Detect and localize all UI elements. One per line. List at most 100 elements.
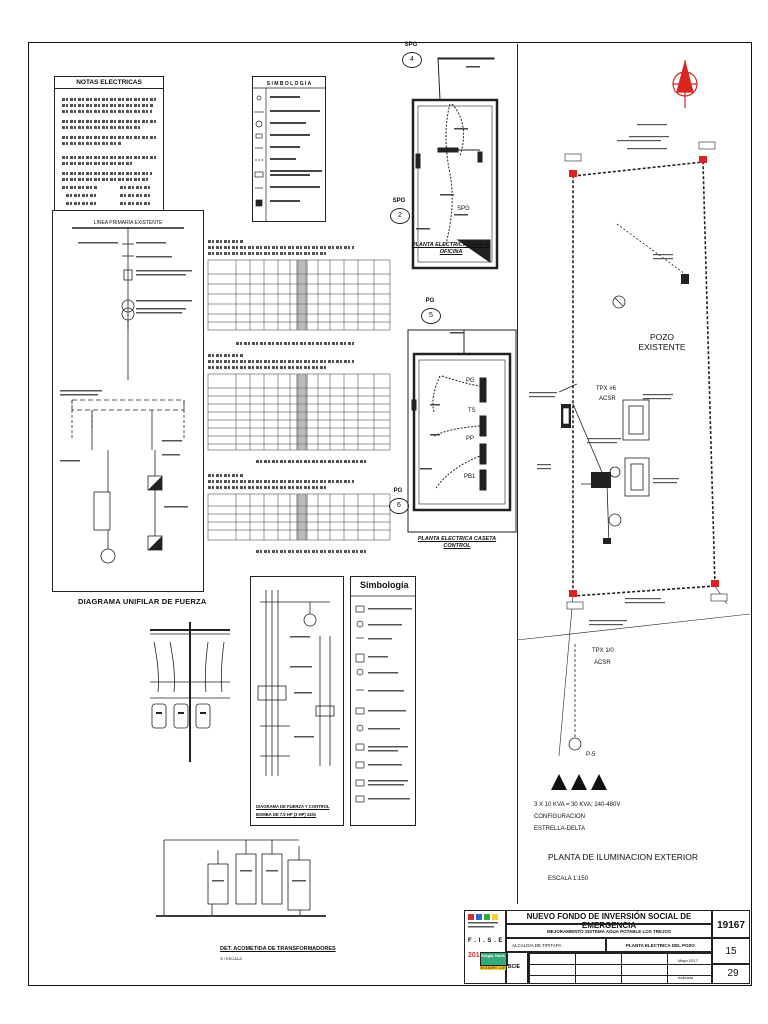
panel-ts-label: TS xyxy=(468,408,476,414)
notes-text xyxy=(62,110,152,113)
notes-text xyxy=(62,98,158,101)
alcaldia-name: ALCALDIA DE TIPITAPA xyxy=(512,943,562,948)
org-cell xyxy=(506,910,712,924)
panel-schedule-header xyxy=(208,486,328,489)
firm-cell xyxy=(506,952,528,984)
pg5-number: 5 xyxy=(429,312,433,319)
sheet-value: 15 xyxy=(725,946,737,957)
panel-schedule-footer xyxy=(236,342,356,345)
sheet-cell xyxy=(712,938,750,964)
notes-text xyxy=(120,194,150,197)
spg4-circle: 4 xyxy=(402,52,422,68)
total-value: 29 xyxy=(727,968,739,979)
notes-text xyxy=(62,172,152,175)
spec-line1: 3 X 10 KVA = 30 KVA; 240-480V xyxy=(534,802,621,808)
pg6-tag: PG xyxy=(388,488,408,495)
panel-schedule-header xyxy=(208,252,328,255)
consultant-name: Sergio Yaxis Avaro xyxy=(481,953,507,958)
panel-schedule-footer xyxy=(256,550,366,553)
unifilar-header: LINEA PRIMARIA EXISTENTE xyxy=(93,220,163,226)
year-badge: 2017 xyxy=(468,952,484,959)
pozo-label: POZO EXISTENTE xyxy=(632,332,692,352)
panel-schedule-header xyxy=(208,360,354,363)
p5-label: P-5 xyxy=(586,752,596,758)
org-name: NUEVO FONDO DE INVERSIÓN SOCIAL DE EMERG… xyxy=(526,912,692,930)
pozo-label-line1: POZO xyxy=(649,332,675,342)
notes-text xyxy=(66,194,98,197)
pg6-tag-label: PG xyxy=(393,488,403,494)
transformer-bank-detail xyxy=(150,622,230,762)
control-diagram-subtitle: BOMBA DE 7.5 HP (3 HP) 240v xyxy=(256,812,317,817)
acometida-detail xyxy=(156,839,326,917)
panel-schedule-header xyxy=(208,240,244,243)
symbology2-list xyxy=(350,595,416,803)
total-cell xyxy=(712,964,750,984)
site-plan-scale: ESCALA 1:150 xyxy=(548,876,589,882)
spec-line3: ESTRELLA-DELTA xyxy=(534,826,586,832)
scale-value: Indicada xyxy=(678,975,694,980)
spg4-number: 4 xyxy=(410,56,414,63)
notes-text xyxy=(62,162,132,165)
notes-text xyxy=(62,178,148,181)
fise-logo xyxy=(468,914,498,928)
firm-name: BCIE xyxy=(508,964,520,970)
drawing-sheet xyxy=(28,42,752,986)
unifilar-diagram xyxy=(60,227,192,564)
symbology2-title: Simbología xyxy=(360,580,409,590)
panel-schedule-header xyxy=(208,474,244,477)
title-block-logo-cell xyxy=(464,910,506,984)
code-cell xyxy=(712,910,750,938)
north-arrow xyxy=(672,59,698,108)
pg6-number: 6 xyxy=(397,502,401,509)
spg4-room-label: SPG xyxy=(457,206,470,212)
tpx6-label: TPX #6 xyxy=(596,386,617,392)
unifilar-title: DIAGRAMA UNIFILAR DE FUERZA xyxy=(78,597,207,606)
consultant-badge xyxy=(480,952,508,966)
notes-text xyxy=(62,104,154,107)
oficina-title: PLANTA ELECTRICA CASETA OFICINA xyxy=(396,242,506,256)
panel-schedule-footer xyxy=(256,460,366,463)
spec-line2: CONFIGURACION xyxy=(534,814,585,820)
control-diagram-title: DIAGRAMA DE FUERZA Y CONTROL xyxy=(256,804,330,809)
panel-pp-label: PP xyxy=(466,436,475,442)
control-title-line2: CONTROL xyxy=(443,543,471,549)
control-diagram xyxy=(257,590,335,776)
notes-title: NOTAS ELECTRICAS xyxy=(55,79,163,89)
notes-text xyxy=(62,156,156,159)
acometida-title: DET. ACOMETIDA DE TRANSFORMADORES xyxy=(220,946,336,952)
acsr2-label: ACSR xyxy=(594,660,611,666)
site-plan xyxy=(516,59,751,790)
site-plan-title: PLANTA DE ILUMINACION EXTERIOR xyxy=(548,852,699,862)
control-floor-plan xyxy=(407,329,517,533)
panel-schedule-spg xyxy=(207,259,391,331)
notes-text xyxy=(62,186,98,189)
date-value: Mayo 2017 xyxy=(678,958,698,963)
oficina-floor-plan xyxy=(411,57,499,270)
panel-pb1-label: PB1 xyxy=(464,474,476,480)
consultant-role: INGENIERO CONSULTOR xyxy=(480,966,506,970)
pg5-tag: PG xyxy=(420,298,440,305)
alcaldia-cell xyxy=(506,938,606,952)
notes-text xyxy=(62,142,122,145)
control-title: PLANTA ELECTRICA CASETA CONTROL xyxy=(402,536,512,550)
acometida-scale: S / ESCALA xyxy=(220,956,242,961)
symbology2-panel xyxy=(350,576,416,826)
panel-schedule-header xyxy=(208,366,328,369)
tpx10-label: TPX 1/0 xyxy=(592,648,614,654)
panel-schedule-pg xyxy=(207,373,391,451)
notes-text xyxy=(62,136,156,139)
panel-pg-label: PG xyxy=(466,378,475,384)
notes-text xyxy=(66,202,96,205)
spg4-tag: SPG xyxy=(401,42,421,49)
pg5-circle: 5 xyxy=(421,308,441,324)
notes-text xyxy=(120,186,150,189)
symbology-panel: S I M B O L O G I A xyxy=(252,76,326,222)
pg6-circle: 6 xyxy=(389,498,409,514)
panel-schedule-control xyxy=(207,493,391,541)
project-cell xyxy=(506,924,712,938)
panel-schedule-header xyxy=(208,354,244,357)
spg2-tag-label: SPG xyxy=(392,198,406,204)
control-title-line1: PLANTA ELECTRICA CASETA xyxy=(417,536,497,542)
plan-name: PLANTA ELECTRICA DEL POZO xyxy=(626,943,695,948)
spg2-circle: 2 xyxy=(390,208,410,224)
